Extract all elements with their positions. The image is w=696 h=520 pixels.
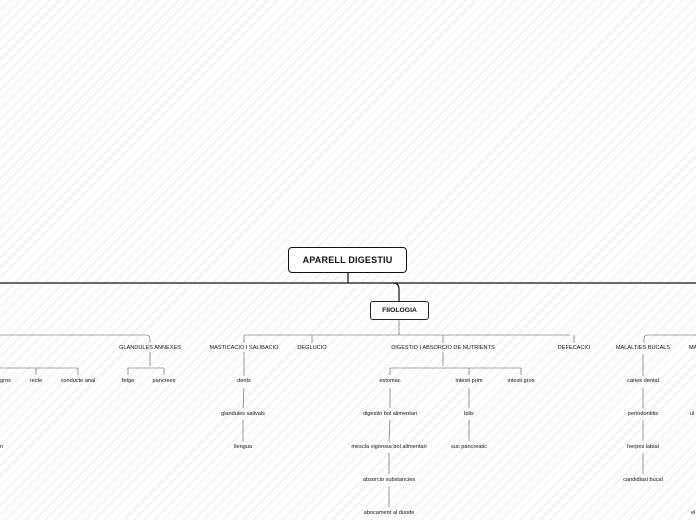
node-candidiasi-bucal[interactable]: candidiasi bucal — [623, 477, 663, 483]
node-cut-fragment[interactable]: n — [0, 444, 4, 450]
node-caries-dental[interactable]: caries dental — [627, 378, 659, 384]
node-fetge[interactable]: fetge — [121, 378, 135, 384]
node-suc-pancreatic[interactable]: suc pancreatic — [450, 444, 488, 450]
node-gros-fragment[interactable]: gros — [0, 378, 11, 384]
node-intesti-gros[interactable]: intesti gros — [507, 378, 535, 384]
node-mescla-vigorosa[interactable]: mescla vigorosa bol alimentari — [351, 444, 427, 450]
node-cut-ma[interactable]: MA — [689, 345, 696, 351]
node-herpes-labial[interactable]: herpes labial — [627, 444, 659, 450]
node-conducte-anal[interactable]: conducte anal — [60, 378, 96, 384]
node-defecacio[interactable]: DEFECACIO — [557, 345, 591, 351]
node-cut-el[interactable]: el — [691, 510, 696, 516]
node-intesti-prim[interactable]: intesti prim — [455, 378, 483, 384]
node-absorcio-substancies[interactable]: absorcio substancies — [362, 477, 416, 483]
node-estomac[interactable]: estomac — [379, 378, 401, 384]
node-deglucio[interactable]: DEGLUCIO — [297, 345, 327, 351]
root-topic[interactable]: APARELL DIGESTIU — [288, 247, 407, 273]
node-pancrees[interactable]: pancrees — [152, 378, 176, 384]
node-glandules-salivals[interactable]: glandules salivals — [221, 411, 265, 417]
node-malalties-bucals[interactable]: MALALTIES BUCALS — [615, 345, 671, 351]
node-llengua[interactable]: llengua — [233, 444, 253, 450]
node-periodontitis[interactable]: periodontitis — [627, 411, 659, 417]
node-digestio-bol[interactable]: digestio bol alimentari — [362, 411, 418, 417]
main-topic-fisiologia[interactable]: FIIOLOGIA — [370, 301, 429, 320]
node-digestio[interactable]: DIGESTIO I ABSORCIO DE NUTRIENTS — [391, 345, 495, 351]
node-recte[interactable]: recte — [29, 378, 43, 384]
node-bilis[interactable]: bilis — [464, 411, 474, 417]
node-dents[interactable]: dents — [237, 378, 251, 384]
node-cut-ul[interactable]: ul — [690, 411, 695, 417]
node-masticacio[interactable]: MASTICACIO I SALIBACIO — [209, 345, 279, 351]
node-glandules-annexes[interactable]: GLANDULES ANNEXES — [119, 345, 181, 351]
node-abocament-duode[interactable]: abocament al duode — [363, 510, 415, 516]
